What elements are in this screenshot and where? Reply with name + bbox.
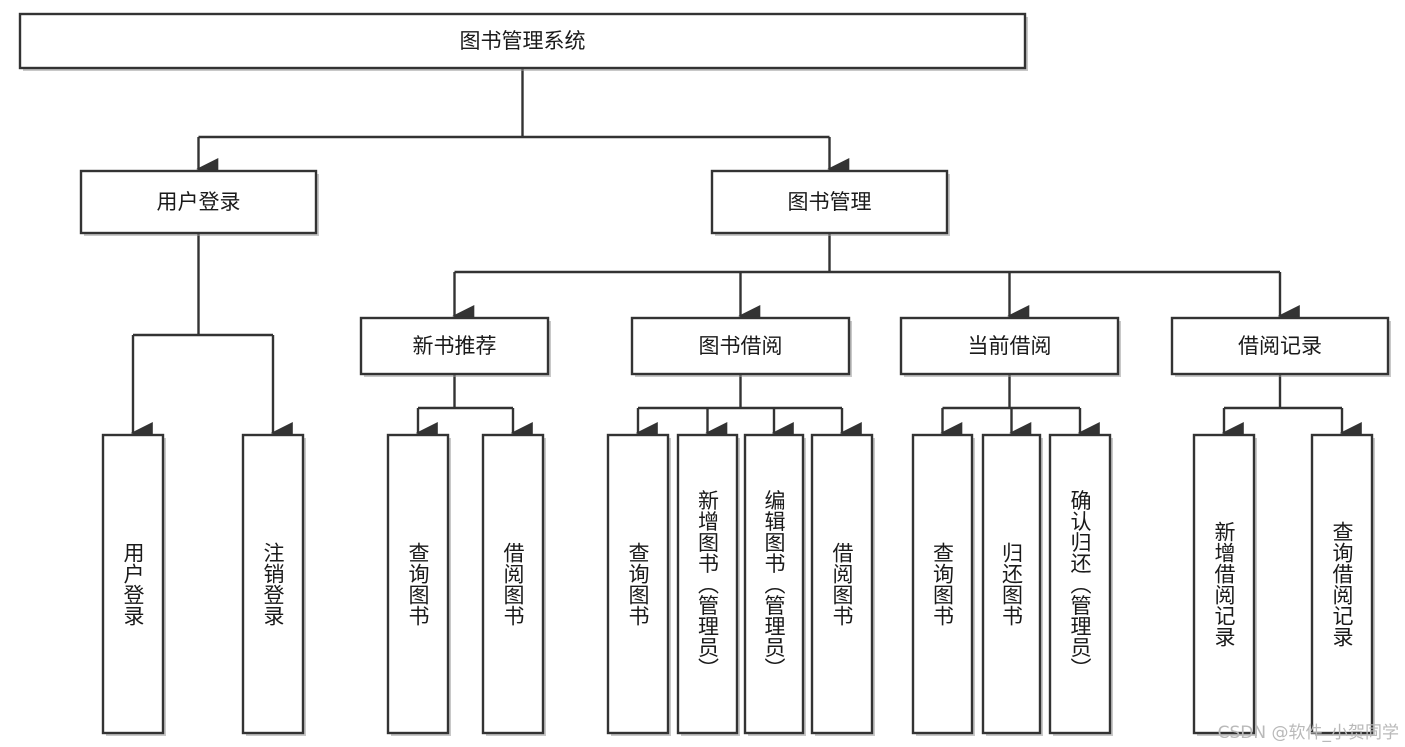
node-leaf-user-logout[interactable]: 注销登录 [241,433,306,736]
node-current-borrow-label: 当前借阅 [968,334,1052,358]
watermark: CSDN @软件_小贺同学 [1217,723,1399,743]
node-leaf-return-book-box[interactable] [981,433,1042,735]
node-leaf-query-book-1-label: 查询图书 [406,542,430,626]
node-leaf-user-login[interactable]: 用户登录 [101,433,166,736]
node-new-book-recommend-label: 新书推荐 [413,334,497,358]
node-borrow-record[interactable]: 借阅记录 [1170,316,1391,377]
node-leaf-confirm-return-box[interactable] [1048,433,1112,735]
node-book-manage-label: 图书管理 [788,190,872,214]
node-book-borrow-box[interactable] [630,316,851,376]
node-user-login-label: 用户登录 [157,190,241,214]
node-leaf-add-record-label: 新增借阅记录 [1212,521,1236,647]
node-leaf-add-record-box[interactable] [1192,433,1256,735]
node-leaf-user-logout-box[interactable] [241,433,305,735]
node-leaf-borrow-book-2-box[interactable] [810,433,874,735]
node-new-book-recommend[interactable]: 新书推荐 [359,316,551,377]
node-leaf-add-book-box[interactable] [676,433,739,735]
node-new-book-recommend-box[interactable] [359,316,550,376]
node-leaf-query-book-2-label: 查询图书 [626,542,650,626]
node-leaf-add-book[interactable]: 新增图书（管理员） [676,433,740,736]
node-book-manage[interactable]: 图书管理 [710,169,950,236]
node-leaf-query-book-2[interactable]: 查询图书 [606,433,671,736]
node-leaf-query-book-1[interactable]: 查询图书 [386,433,451,736]
node-leaf-borrow-book-1-box[interactable] [481,433,545,735]
node-leaf-confirm-return-label: 确认归还（管理员） [1068,490,1092,679]
node-book-borrow-label: 图书借阅 [699,334,783,358]
node-leaf-query-book-2-box[interactable] [606,433,670,735]
node-leaf-borrow-book-1[interactable]: 借阅图书 [481,433,546,736]
node-leaf-borrow-book-2[interactable]: 借阅图书 [810,433,875,736]
node-leaf-return-book[interactable]: 归还图书 [981,433,1043,736]
node-borrow-record-box[interactable] [1170,316,1390,376]
node-user-login-box[interactable] [79,169,318,235]
node-leaf-query-record-label: 查询借阅记录 [1330,521,1354,647]
node-leaf-query-book-3[interactable]: 查询图书 [911,433,975,736]
node-leaf-edit-book[interactable]: 编辑图书（管理员） [743,433,806,736]
node-leaf-user-login-label: 用户登录 [121,542,145,626]
edge-layer [130,68,1362,444]
node-current-borrow[interactable]: 当前借阅 [899,316,1121,377]
node-leaf-query-record[interactable]: 查询借阅记录 [1310,433,1375,736]
node-leaf-edit-book-label: 编辑图书（管理员） [762,490,786,679]
node-leaf-query-book-3-box[interactable] [911,433,974,735]
node-book-manage-box[interactable] [710,169,949,235]
node-leaf-add-record[interactable]: 新增借阅记录 [1192,433,1257,736]
node-root-box[interactable] [18,12,1027,70]
node-leaf-edit-book-box[interactable] [743,433,805,735]
node-layer: 图书管理系统用户登录图书管理新书推荐图书借阅当前借阅借阅记录用户登录注销登录查询… [18,12,1391,736]
node-leaf-confirm-return[interactable]: 确认归还（管理员） [1048,433,1113,736]
node-leaf-query-book-3-label: 查询图书 [931,542,955,626]
node-borrow-record-label: 借阅记录 [1238,334,1322,358]
node-leaf-user-logout-label: 注销登录 [261,542,285,626]
node-leaf-add-book-label: 新增图书（管理员） [696,490,720,679]
node-leaf-borrow-book-2-label: 借阅图书 [830,542,854,626]
node-leaf-user-login-box[interactable] [101,433,165,735]
node-leaf-return-book-label: 归还图书 [1000,542,1024,626]
node-leaf-query-record-box[interactable] [1310,433,1374,735]
node-book-borrow[interactable]: 图书借阅 [630,316,852,377]
node-current-borrow-box[interactable] [899,316,1120,376]
node-root[interactable]: 图书管理系统 [18,12,1028,71]
node-leaf-query-book-1-box[interactable] [386,433,450,735]
node-root-label: 图书管理系统 [460,29,586,53]
node-user-login[interactable]: 用户登录 [79,169,319,236]
node-leaf-borrow-book-1-label: 借阅图书 [501,542,525,626]
